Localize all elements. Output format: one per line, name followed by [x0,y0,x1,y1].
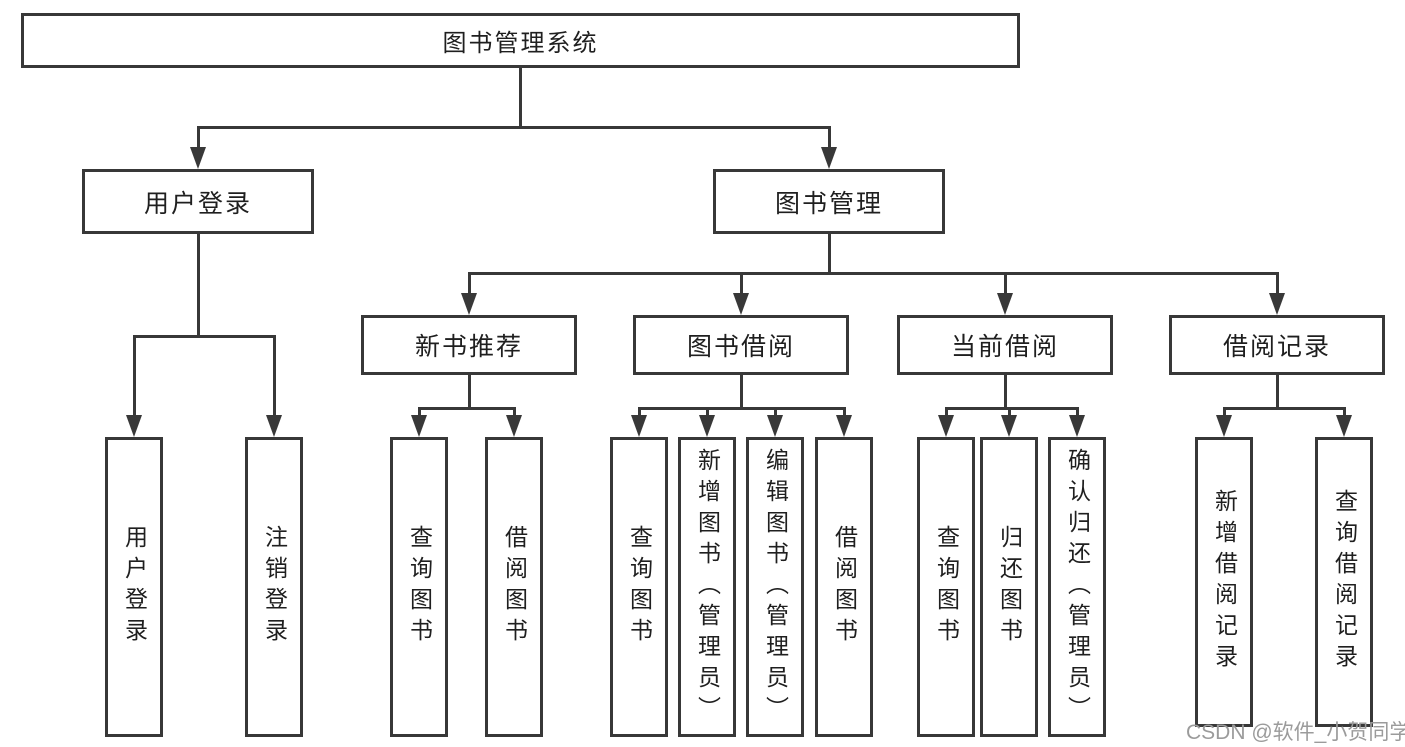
connector-line [1276,375,1279,407]
arrow-down-icon [266,415,282,437]
leaf-edit-book-admin: 编辑图书（管理员） [746,437,804,737]
leaf-label: 查询图书 [626,525,653,649]
node-library-management-system: 图书管理系统 [21,13,1020,68]
leaf-label: 查询借阅记录 [1331,489,1358,675]
node-label: 图书管理系统 [442,30,599,57]
leaf-label: 新增图书（管理员） [694,447,721,727]
arrow-down-icon [1069,415,1085,437]
connector-line [774,407,777,419]
leaf-label: 用户登录 [121,525,148,649]
node-label: 新书推荐 [414,333,523,361]
connector-line [133,335,276,338]
leaf-query-borrow-record: 查询借阅记录 [1315,437,1373,727]
arrow-down-icon [631,415,647,437]
connector-line [638,407,641,419]
node-user-login: 用户登录 [82,169,314,234]
arrow-down-icon [836,415,852,437]
arrow-down-icon [1269,293,1285,315]
leaf-label: 查询图书 [406,525,433,649]
leaf-label: 借阅图书 [831,525,858,649]
connector-line [197,126,831,129]
connector-line [1223,407,1226,419]
leaf-add-borrow-record: 新增借阅记录 [1195,437,1253,727]
connector-line [1076,407,1079,419]
leaf-add-book-admin: 新增图书（管理员） [678,437,736,737]
connector-line [513,407,516,419]
node-borrowing-records: 借阅记录 [1169,315,1385,375]
connector-line [468,375,471,407]
node-new-book-recommend: 新书推荐 [361,315,577,375]
arrow-down-icon [1336,415,1352,437]
leaf-confirm-return-admin: 确认归还（管理员） [1048,437,1106,737]
csdn-watermark: CSDN @软件_小贺同学 [1186,721,1405,744]
leaf-return-books: 归还图书 [980,437,1038,737]
arrow-down-icon [997,293,1013,315]
connector-line [468,272,1278,275]
arrow-down-icon [1001,415,1017,437]
connector-line [1343,407,1346,419]
leaf-borrow-books: 借阅图书 [815,437,873,737]
leaf-label: 归还图书 [996,525,1023,649]
connector-line [638,407,846,410]
arrow-down-icon [126,415,142,437]
connector-line [828,126,831,152]
leaf-label: 注销登录 [261,525,288,649]
connector-line [273,335,276,420]
leaf-borrow-books: 借阅图书 [485,437,543,737]
arrow-down-icon [411,415,427,437]
leaf-logout: 注销登录 [245,437,303,737]
connector-line [945,407,948,419]
connector-line [197,233,200,335]
connector-line [197,126,200,152]
node-label: 图书管理 [774,189,883,218]
connector-line [740,272,743,297]
connector-line [828,233,831,272]
leaf-label: 新增借阅记录 [1211,489,1238,675]
node-label: 图书借阅 [686,333,795,361]
node-book-borrowing: 图书借阅 [633,315,849,375]
arrow-down-icon [733,293,749,315]
connector-line [418,407,516,410]
leaf-query-books: 查询图书 [610,437,668,737]
arrow-down-icon [461,293,477,315]
arrow-down-icon [190,147,206,169]
connector-line [706,407,709,419]
connector-line [1008,407,1011,419]
leaf-label: 编辑图书（管理员） [762,447,789,727]
arrow-down-icon [767,415,783,437]
connector-line [468,272,471,297]
connector-line [945,407,1079,410]
node-current-borrowing: 当前借阅 [897,315,1113,375]
leaf-label: 确认归还（管理员） [1064,447,1091,727]
arrow-down-icon [938,415,954,437]
connector-line [1004,375,1007,407]
leaf-label: 借阅图书 [501,525,528,649]
connector-line [418,407,421,419]
node-label: 用户登录 [143,189,252,218]
leaf-label: 查询图书 [933,525,960,649]
node-book-management: 图书管理 [713,169,945,234]
connector-line [519,68,522,126]
arrow-down-icon [506,415,522,437]
leaf-query-books: 查询图书 [917,437,975,737]
connector-line [1223,407,1346,410]
leaf-user-login: 用户登录 [105,437,163,737]
leaf-query-books: 查询图书 [390,437,448,737]
node-label: 借阅记录 [1222,333,1331,361]
arrow-down-icon [821,147,837,169]
connector-line [843,407,846,419]
connector-line [740,375,743,407]
connector-line [133,335,136,420]
connector-line [1004,272,1007,297]
node-label: 当前借阅 [950,333,1059,361]
arrow-down-icon [1216,415,1232,437]
connector-line [1276,272,1279,297]
arrow-down-icon [699,415,715,437]
